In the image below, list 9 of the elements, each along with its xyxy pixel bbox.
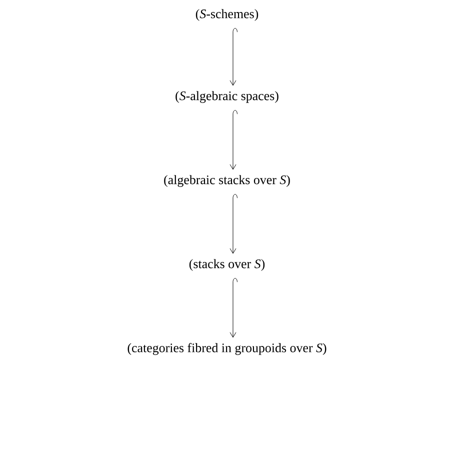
arrow xyxy=(230,194,238,254)
math-label: (stacks over S) xyxy=(189,259,265,271)
math-label: (S-schemes) xyxy=(196,9,258,21)
math-label: (S-algebraic spaces) xyxy=(176,91,278,103)
arrow xyxy=(230,110,238,170)
arrow xyxy=(230,28,238,86)
arrow xyxy=(230,278,238,338)
math-label: (categories fibred in groupoids over S) xyxy=(128,343,326,355)
math-label: (algebraic stacks over S) xyxy=(164,175,290,187)
